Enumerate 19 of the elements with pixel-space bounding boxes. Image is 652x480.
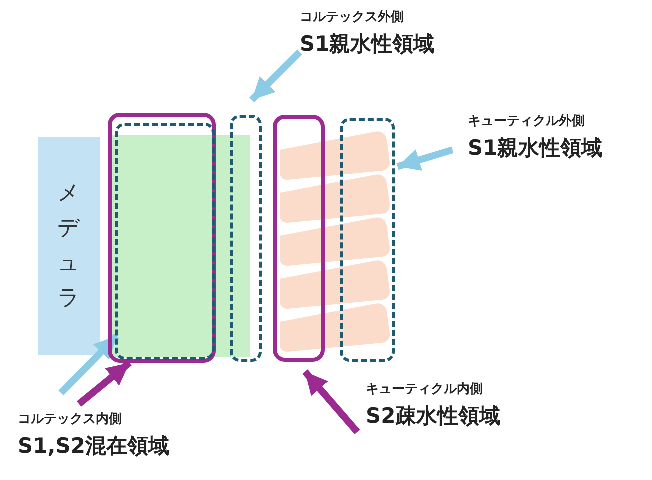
layer-name: コルテックス内側 — [18, 411, 123, 428]
arrow — [396, 146, 454, 171]
medulla-label: メデュラ — [56, 180, 82, 314]
layer-name: コルテックス外側 — [300, 9, 405, 26]
region-name: S1親水性領域 — [468, 135, 604, 162]
layer-name: キューティクル外側 — [468, 113, 586, 130]
dashed-region-outline — [230, 115, 262, 362]
arrow — [76, 360, 132, 407]
region-name: S1親水性領域 — [300, 31, 436, 58]
arrow — [250, 50, 302, 103]
region-outline — [273, 115, 325, 362]
region-name: S1,S2混在領域 — [18, 433, 170, 460]
dashed-region-outline — [340, 118, 395, 362]
arrow — [58, 334, 120, 396]
region-name: S2疎水性領域 — [366, 403, 502, 430]
cortex-band — [112, 135, 250, 357]
arrow — [302, 370, 360, 434]
layer-name: キューティクル内側 — [366, 381, 484, 398]
medulla-band — [38, 137, 100, 355]
